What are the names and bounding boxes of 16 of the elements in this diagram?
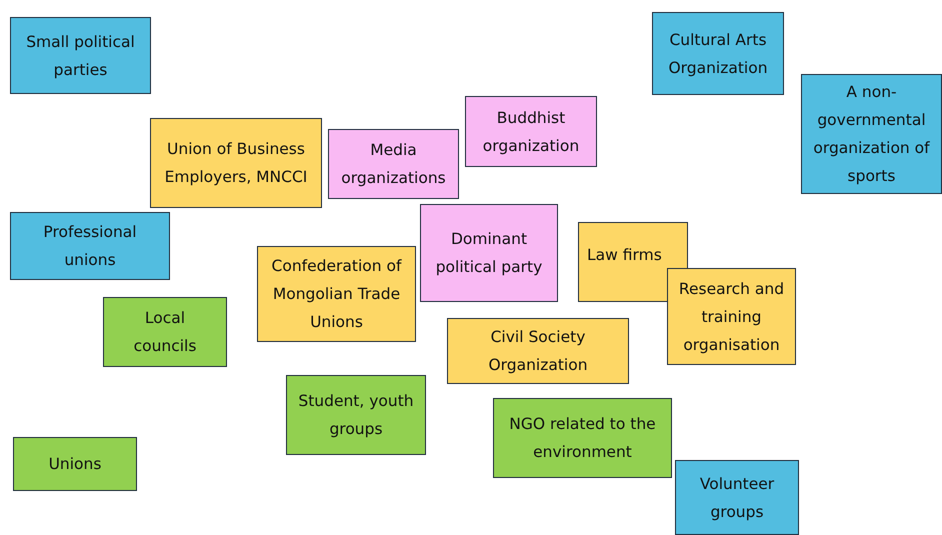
sticky-note: Local councils xyxy=(103,297,227,367)
sticky-note: A non-governmental organization of sports xyxy=(801,74,942,194)
sticky-note: Media organizations xyxy=(328,129,459,199)
sticky-note: Union of Business Employers, MNCCI xyxy=(150,118,322,208)
sticky-note: Unions xyxy=(13,437,137,491)
sticky-note: Research and training organisation xyxy=(667,268,796,365)
sticky-note: Buddhist organization xyxy=(465,96,597,167)
sticky-note: Volunteer groups xyxy=(675,460,799,535)
sticky-note: Student, youth groups xyxy=(286,375,426,455)
sticky-note: Confederation of Mongolian Trade Unions xyxy=(257,246,416,342)
sticky-note: Small political parties xyxy=(10,17,151,94)
sticky-note: Cultural Arts Organization xyxy=(652,12,784,95)
sticky-note: Dominant political party xyxy=(420,204,558,302)
sticky-note: Civil Society Organization xyxy=(447,318,629,384)
sticky-note: Professional unions xyxy=(10,212,170,280)
sticky-note: NGO related to the environment xyxy=(493,398,672,478)
